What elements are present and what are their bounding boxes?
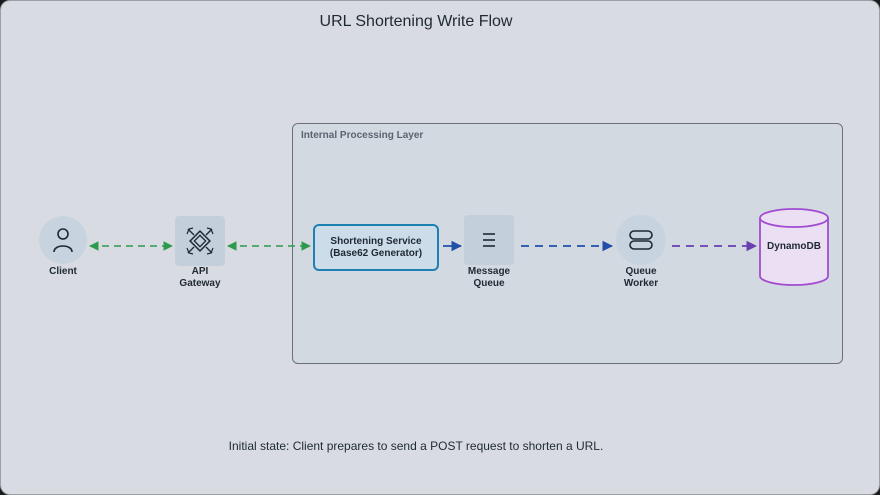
message-queue-label-line2: Queue [473,278,505,289]
api-gateway-label-line1: API [191,266,209,277]
queue-worker-node [616,215,666,265]
diagram-title: URL Shortening Write Flow [319,13,513,30]
message-queue-node [464,215,514,265]
queue-worker-label: Queue Worker [611,266,671,290]
message-queue-label-line1: Message [467,266,511,277]
queue-worker-label-line2: Worker [623,278,659,289]
queue-worker-label-line1: Queue [625,266,657,277]
message-queue-label: Message Queue [459,266,519,290]
worker-icon [629,230,653,250]
status-caption: Initial state: Client prepares to send a… [228,439,604,453]
api-gateway-label: API Gateway [170,266,230,290]
service-label-line2: (Base62 Generator) [329,247,423,259]
group-label: Internal Processing Layer [301,130,424,141]
dynamodb-label: DynamoDB [767,241,821,252]
api-gateway-node [175,216,225,266]
client-node [39,216,87,264]
database-icon [759,208,829,286]
list-icon [483,233,495,247]
user-icon [53,228,73,253]
shortening-service-node: Shortening Service (Base62 Generator) [313,224,439,271]
service-label-line1: Shortening Service [330,235,422,247]
api-gateway-label-line2: Gateway [179,278,221,289]
client-label: Client [49,266,77,277]
gateway-icon [186,227,214,255]
dynamodb-node: DynamoDB [758,207,830,287]
